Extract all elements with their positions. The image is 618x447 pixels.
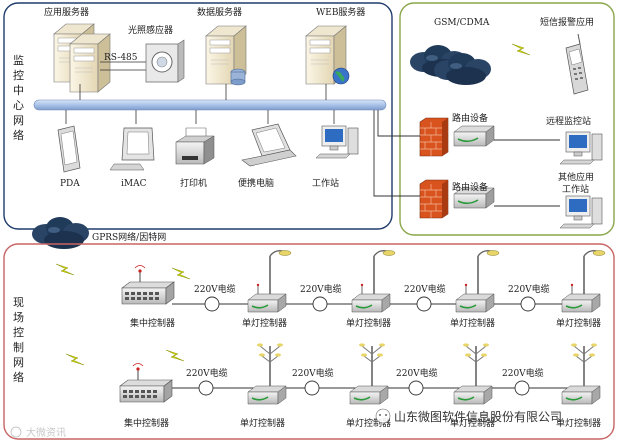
remote-station-icon (559, 131, 603, 165)
single-controller-1-2-icon (351, 249, 396, 313)
other-workstation-icon (559, 195, 603, 229)
single-controller-label: 单灯控制器 (450, 317, 495, 329)
single-controller-label: 单灯控制器 (242, 317, 287, 329)
monitor-center-title-char: 控 (13, 68, 24, 82)
field-title-char: 场 (13, 310, 24, 324)
single-controller-label: 单灯控制器 (556, 417, 601, 429)
light-sensor-label: 光照感应器 (128, 24, 173, 36)
monitor-center-title-char: 络 (13, 128, 24, 142)
cable-label: 220V电缆 (508, 283, 550, 295)
field-area-frame (3, 243, 615, 440)
cable-node (408, 380, 424, 396)
cable-label: 220V电缆 (396, 367, 438, 379)
web-server-label: WEB服务器 (316, 6, 365, 18)
lightning-icon (171, 267, 191, 280)
other-app-label-1: 其他应用 (558, 171, 594, 183)
app-server-label: 应用服务器 (44, 6, 89, 18)
gsm-cloud-icon (410, 45, 491, 85)
single-controller-2-3-icon (453, 342, 493, 405)
watermark-source: 大微资讯 (26, 426, 66, 439)
gprs-label: GPRS网络/因特网 (92, 231, 166, 243)
single-controller-label: 单灯控制器 (450, 417, 495, 429)
lan-bus (33, 99, 387, 111)
central-controller-1-label: 集中控制器 (130, 317, 175, 329)
field-title-char: 现 (13, 296, 24, 309)
central-controller-2-label: 集中控制器 (124, 417, 169, 429)
field-title-char: 网 (13, 356, 24, 369)
field-title-char: 络 (13, 370, 24, 384)
single-controller-2-1-icon (247, 342, 287, 405)
single-controller-2-4-icon (561, 342, 601, 405)
app-server-icon (53, 23, 111, 93)
monitor-center-title-char: 心 (13, 99, 24, 112)
single-controller-label: 单灯控制器 (556, 317, 601, 329)
source-logo-icon (10, 426, 22, 438)
laptop-icon (241, 123, 297, 167)
printer-icon (175, 127, 215, 165)
mobile-phone-icon (565, 33, 589, 95)
cable-node (198, 380, 214, 396)
gsm-label: GSM/CDMA (434, 18, 490, 28)
imac-icon (109, 127, 155, 171)
cable-label: 220V电缆 (300, 283, 342, 295)
remote-station-label: 远程监控站 (546, 115, 591, 127)
other-app-label-2: 工作站 (562, 183, 589, 195)
single-controller-label: 单灯控制器 (240, 417, 285, 429)
single-controller-2-2-icon (349, 342, 389, 405)
cable-label: 220V电缆 (186, 367, 228, 379)
data-server-icon (205, 25, 247, 86)
field-title-char: 控 (13, 325, 24, 339)
printer-label: 打印机 (180, 177, 207, 189)
workstation-icon (315, 125, 359, 159)
router-2-label: 路由设备 (452, 181, 488, 193)
sms-lightning-icon (511, 43, 531, 56)
monitor-center-title-char: 中 (13, 84, 24, 97)
cable-label: 220V电缆 (502, 367, 544, 379)
central-controller-2-icon (119, 363, 173, 403)
watermark: 山东微图软件信息股份有限公司 大微资讯 (10, 408, 562, 439)
laptop-label: 便携电脑 (238, 177, 274, 189)
imac-label: iMAC (121, 179, 147, 189)
field-title: 现 场 控 制 网 络 (13, 296, 24, 384)
watermark-company: 山东微图软件信息股份有限公司 (394, 409, 562, 424)
monitor-center-frame (3, 2, 393, 230)
monitor-center-title-char: 监 (13, 54, 24, 67)
pda-icon (57, 125, 81, 173)
data-server-label: 数据服务器 (197, 6, 242, 18)
cable-label: 220V电缆 (194, 283, 236, 295)
lightning-icon (55, 263, 75, 276)
web-server-icon (305, 25, 350, 85)
lightning-icon (65, 353, 85, 366)
router-1-label: 路由设备 (452, 112, 488, 124)
lightning-icon (165, 349, 185, 362)
monitor-center-title: 监 控 中 心 网 络 (13, 54, 24, 142)
cable-node (304, 380, 320, 396)
single-controller-1-1-icon (247, 249, 292, 313)
bus-router-2-link (373, 110, 420, 197)
bus-drops (65, 84, 335, 124)
cable-node (204, 296, 220, 312)
remote-area-frame (399, 2, 615, 236)
bus-router-1-link (377, 110, 420, 137)
pda-label: PDA (60, 179, 80, 189)
cable-node (520, 296, 536, 312)
single-controller-label: 单灯控制器 (346, 317, 391, 329)
sms-app-label: 短信报警应用 (540, 16, 594, 28)
cable-label: 220V电缆 (404, 283, 446, 295)
rs485-label: RS-485 (104, 53, 138, 63)
wechat-icon (375, 408, 391, 424)
light-sensor-icon (145, 39, 185, 83)
central-controller-1-icon (121, 265, 175, 305)
field-title-char: 制 (13, 341, 24, 354)
cable-label: 220V电缆 (292, 367, 334, 379)
monitor-center-title-char: 网 (13, 114, 24, 127)
cable-node (312, 296, 328, 312)
single-controller-1-4-icon (561, 249, 606, 313)
single-controller-1-3-icon (455, 249, 500, 313)
workstation-label: 工作站 (312, 177, 339, 189)
cable-node (514, 380, 530, 396)
cable-node (416, 296, 432, 312)
